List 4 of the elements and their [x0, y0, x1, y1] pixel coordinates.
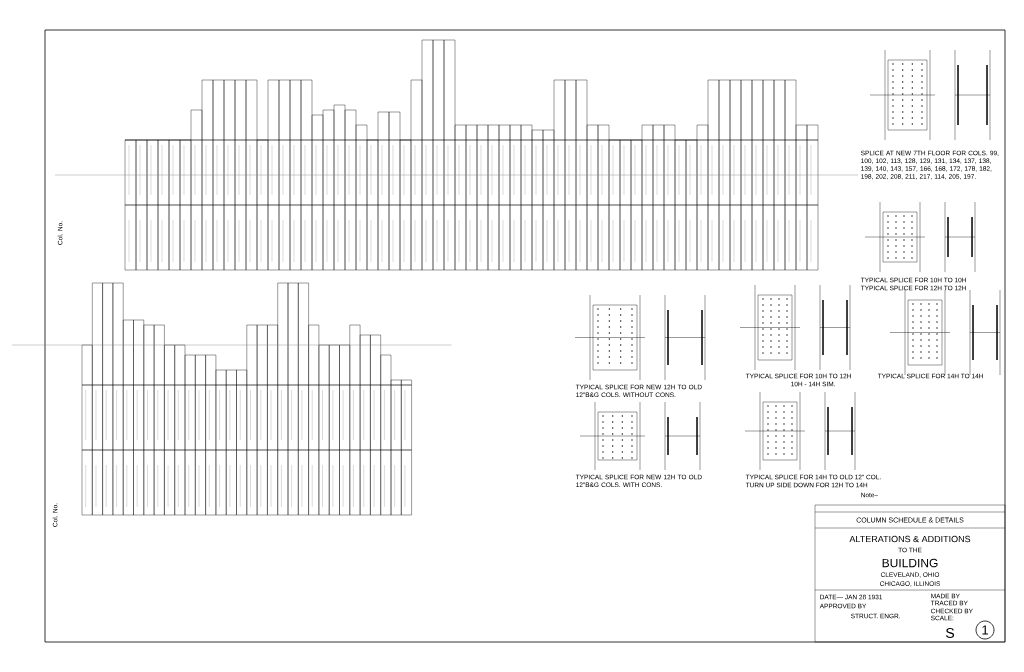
- sheet-number: 1: [975, 620, 995, 640]
- project-title: ALTERATIONS & ADDITIONS: [849, 535, 971, 543]
- project-title: BUILDING: [882, 558, 938, 568]
- sheet-letter: S: [946, 628, 955, 638]
